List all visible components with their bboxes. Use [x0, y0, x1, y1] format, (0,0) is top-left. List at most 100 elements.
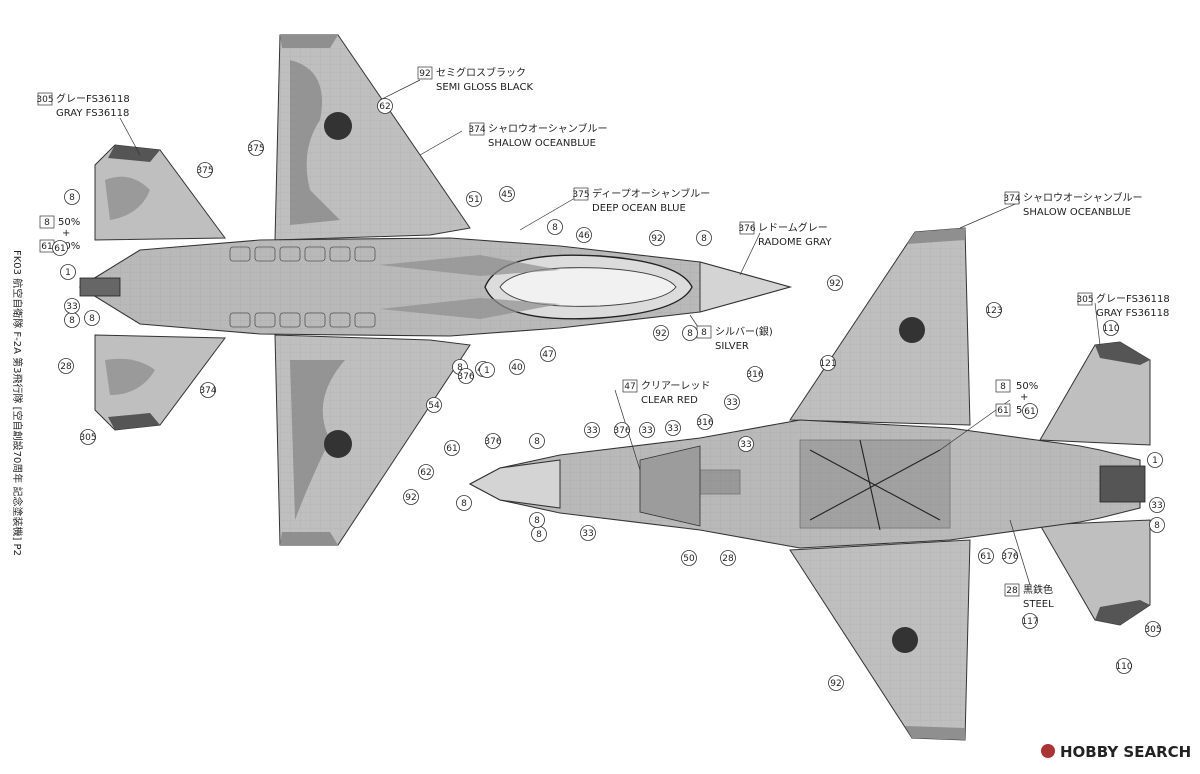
callout-en: GRAY FS36118 — [1096, 308, 1169, 319]
top-part-number: 8 — [69, 193, 75, 203]
bottom-part-number: 8 — [461, 499, 467, 509]
top-part-marker-icon — [696, 230, 712, 246]
top-part-number: 92 — [655, 329, 666, 339]
top-part-number: 376 — [457, 372, 474, 382]
bottom-part-number: 376 — [1001, 552, 1018, 562]
bottom-part-number: 8 — [1154, 521, 1160, 531]
top-part-marker-icon — [509, 359, 525, 375]
top-part-number: 62 — [420, 468, 431, 478]
bottom-part-number: 316 — [746, 370, 763, 380]
top-part-number: 374 — [199, 386, 216, 396]
callout-en: DEEP OCEAN BLUE — [592, 203, 686, 214]
bottom-part-number: 316 — [696, 418, 713, 428]
callout-num: 8 — [701, 328, 707, 338]
bottom-part-marker-icon — [738, 436, 754, 452]
bottom-part-number: 50 — [683, 554, 695, 564]
bottom-part-number: 376 — [613, 426, 630, 436]
mix-plus: + — [1020, 392, 1028, 403]
bottom-part-marker-icon — [724, 394, 740, 410]
bottom-upper-roundel-icon — [899, 317, 925, 343]
callout-gray-bottom: 305 グレーFS36118 GRAY FS36118 — [1076, 292, 1169, 319]
top-part-marker-icon — [52, 240, 68, 256]
top-part-number: 8 — [701, 234, 707, 244]
bottom-part-marker-icon — [720, 550, 736, 566]
callout-jp: グレーFS36118 — [56, 92, 130, 105]
bottom-part-marker-icon — [529, 433, 545, 449]
callout-en: GRAY FS36118 — [56, 108, 129, 119]
callout-num: 374 — [468, 125, 485, 135]
bottom-part-number: 110 — [1115, 662, 1132, 672]
top-part-marker-icon — [64, 189, 80, 205]
bottom-part-marker-icon — [828, 675, 844, 691]
bottom-part-marker-icon — [485, 433, 501, 449]
bottom-part-marker-icon — [665, 420, 681, 436]
bottom-part-marker-icon — [456, 495, 472, 511]
bottom-part-number: 110 — [1102, 324, 1119, 334]
top-view-aircraft — [78, 34, 793, 546]
watermark: HOBBY SEARCH — [1041, 743, 1191, 761]
callout-silver: 8 シルバー(銀) SILVER — [696, 325, 773, 352]
callout-num: 374 — [1003, 194, 1020, 204]
top-part-marker-icon — [403, 489, 419, 505]
top-part-marker-icon — [444, 440, 460, 456]
bottom-part-marker-icon — [1116, 658, 1132, 674]
bottom-part-marker-icon — [529, 512, 545, 528]
callout-num: 305 — [1076, 295, 1093, 305]
callout-en: CLEAR RED — [641, 395, 698, 406]
callout-semi-gloss-black: 92 セミグロスブラック SEMI GLOSS BLACK — [417, 66, 533, 93]
bottom-lower-roundel-icon — [892, 627, 918, 653]
callout-jp: セミグロスブラック — [436, 66, 526, 79]
callout-jp: シャロウオーシャンブルー — [488, 122, 608, 135]
callout-jp: グレーFS36118 — [1096, 292, 1170, 305]
bottom-part-number: 33 — [726, 398, 737, 408]
mix-ratio-1: 50% — [58, 217, 80, 228]
bottom-part-number: 121 — [819, 359, 836, 369]
bottom-part-marker-icon — [639, 422, 655, 438]
top-part-marker-icon — [58, 358, 74, 374]
top-part-number: 92 — [405, 493, 416, 503]
top-part-marker-icon — [248, 140, 264, 156]
bottom-part-marker-icon — [986, 302, 1002, 318]
bottom-view-aircraft — [468, 227, 1151, 741]
callout-num: 375 — [572, 190, 589, 200]
bottom-part-number: 33 — [667, 424, 678, 434]
top-part-marker-icon — [653, 325, 669, 341]
callout-deep-ocean-blue: 375 ディープオーシャンブルー DEEP OCEAN BLUE — [572, 187, 710, 214]
bottom-part-marker-icon — [580, 525, 596, 541]
top-part-marker-icon — [499, 186, 515, 202]
top-part-marker-icon — [426, 397, 442, 413]
top-part-marker-icon — [576, 227, 592, 243]
bottom-part-marker-icon — [1002, 548, 1018, 564]
bottom-part-number: 33 — [1151, 501, 1162, 511]
top-part-number: 8 — [687, 329, 693, 339]
top-part-number: 305 — [79, 433, 96, 443]
bottom-part-marker-icon — [747, 366, 763, 382]
bottom-part-marker-icon — [614, 422, 630, 438]
bottom-part-marker-icon — [1149, 517, 1165, 533]
side-caption: FK03 航空自衛隊 F-2A 第3飛行隊 [空自創設70周年 記念塗装機] P… — [11, 250, 24, 556]
callout-jp: シルバー(銀) — [715, 325, 773, 338]
leader-lines — [119, 79, 1101, 586]
bottom-part-marker-icon — [697, 414, 713, 430]
callout-en: SHALOW OCEANBLUE — [1023, 207, 1131, 218]
top-part-marker-icon — [64, 298, 80, 314]
callout-clear-red: 47 クリアーレッド CLEAR RED — [622, 379, 710, 406]
bottom-part-number: 92 — [830, 679, 841, 689]
callout-shalow-oceanblue-top: 374 シャロウオーシャンブルー SHALOW OCEANBLUE — [468, 122, 607, 149]
bottom-part-marker-icon — [1145, 621, 1161, 637]
bottom-part-marker-icon — [1022, 403, 1038, 419]
bottom-part-marker-icon — [827, 275, 843, 291]
top-part-number: 1 — [484, 366, 490, 376]
top-part-number: 46 — [578, 231, 590, 241]
callout-num: 28 — [1006, 586, 1018, 596]
bottom-part-marker-icon — [820, 355, 836, 371]
top-part-number: 28 — [60, 362, 72, 372]
top-part-marker-icon — [682, 325, 698, 341]
lower-roundel-icon — [324, 430, 352, 458]
callout-steel: 28 黒鉄色 STEEL — [1004, 583, 1054, 610]
upper-roundel-icon — [324, 112, 352, 140]
